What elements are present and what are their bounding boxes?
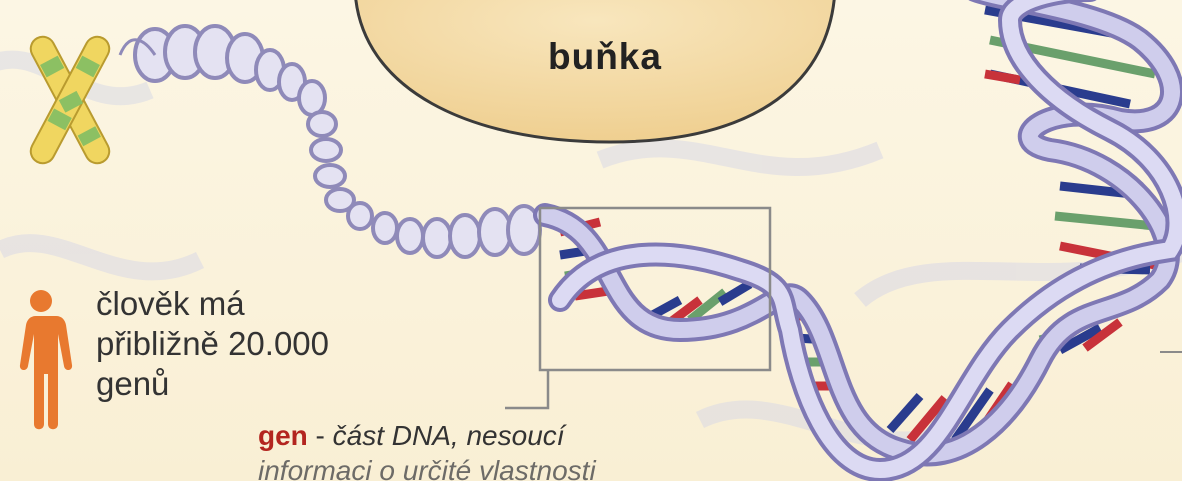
cell-label: buňka [548, 36, 662, 78]
gene-count-line-3: genů [96, 364, 329, 404]
gene-definition: gen - část DNA, nesoucí [258, 420, 565, 452]
gene-definition-text: část DNA, nesoucí [333, 420, 565, 451]
gene-count-text: člověk má přibližně 20.000 genů [96, 284, 329, 404]
human-figure-icon [20, 290, 72, 429]
gene-term: gen [258, 420, 308, 451]
gene-definition-cont: informaci o určité vlastnosti [258, 455, 596, 481]
gene-separator: - [308, 420, 333, 451]
gene-count-line-2: přibližně 20.000 [96, 324, 329, 364]
gene-count-line-1: člověk má [96, 284, 329, 324]
gene-leader-line [505, 370, 548, 408]
